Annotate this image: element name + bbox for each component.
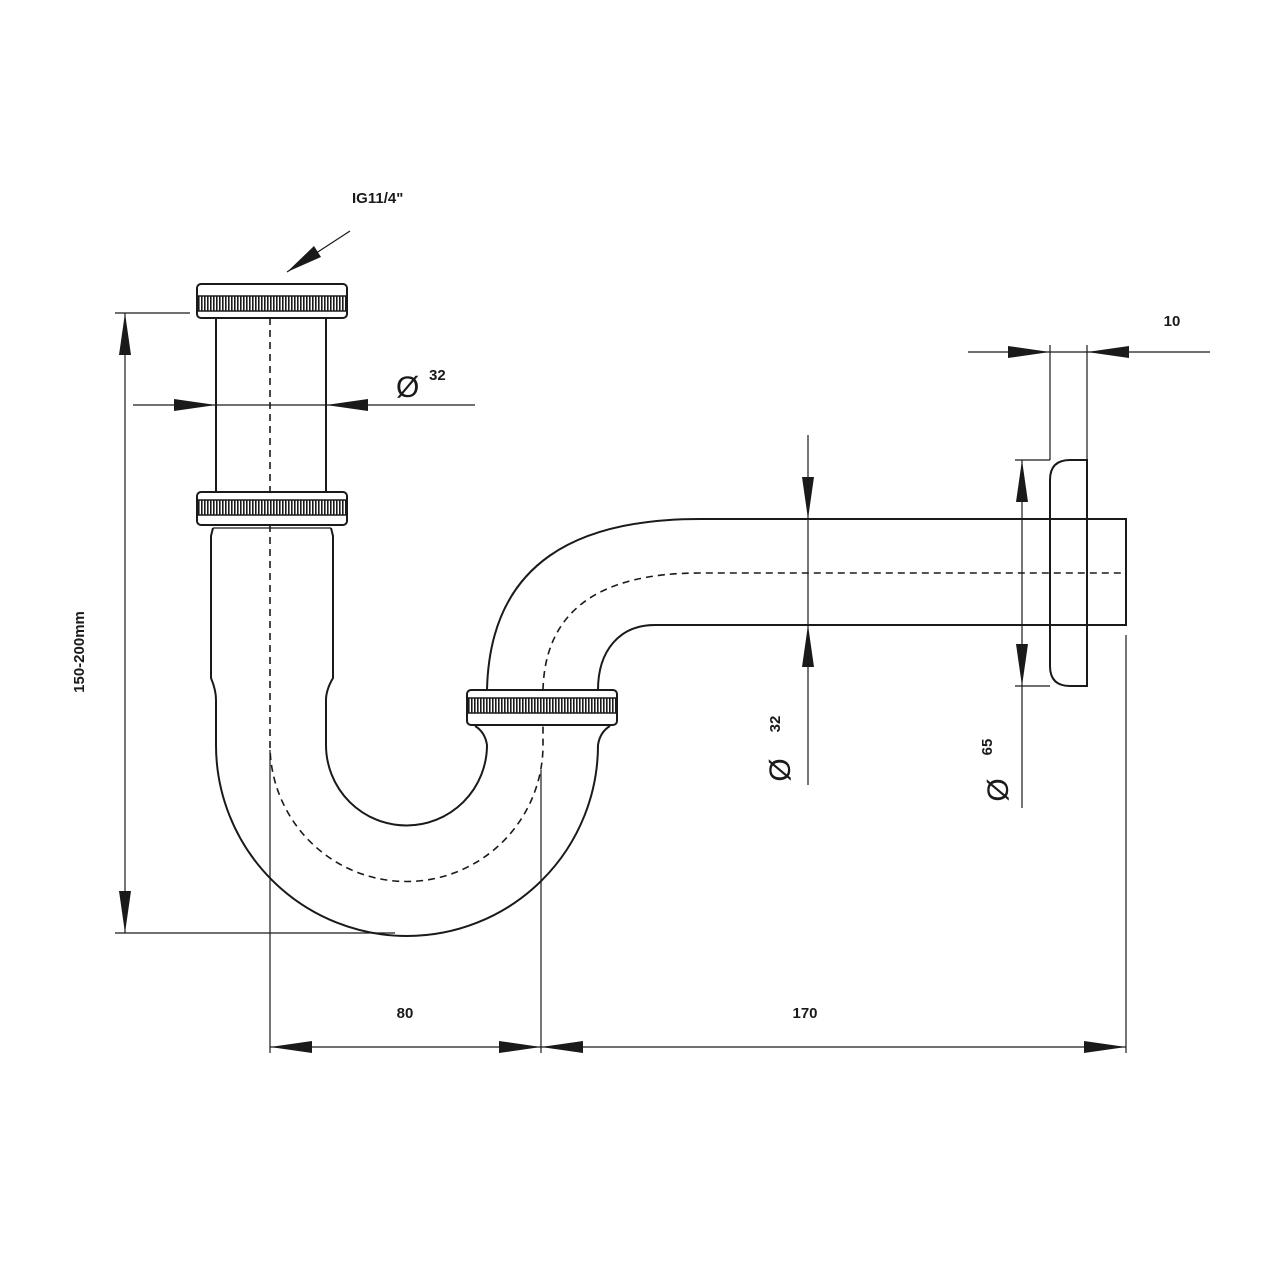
trap-offset-label: 80 bbox=[397, 1005, 414, 1022]
height-label: 150-200mm bbox=[71, 611, 88, 693]
outlet-diameter-label: 32 bbox=[767, 716, 784, 733]
trap-bend bbox=[210, 525, 611, 937]
outlet-length-label: 170 bbox=[792, 1005, 817, 1022]
dimension-lines bbox=[115, 230, 1210, 1053]
top-nut bbox=[196, 283, 348, 319]
thread-label: IG11/4" bbox=[352, 190, 403, 207]
rosette-diameter-label: 65 bbox=[979, 739, 996, 756]
inlet-diameter-label: 32 bbox=[429, 367, 446, 384]
middle-nut bbox=[196, 491, 348, 526]
diameter-symbol: Ø bbox=[396, 371, 419, 404]
diameter-symbol: Ø bbox=[982, 778, 1015, 801]
lower-nut bbox=[466, 689, 618, 726]
wall-rosette bbox=[1049, 459, 1088, 687]
rosette-depth-label: 10 bbox=[1164, 313, 1181, 330]
diameter-symbol: Ø bbox=[764, 758, 797, 781]
outlet-pipe bbox=[486, 518, 1127, 691]
